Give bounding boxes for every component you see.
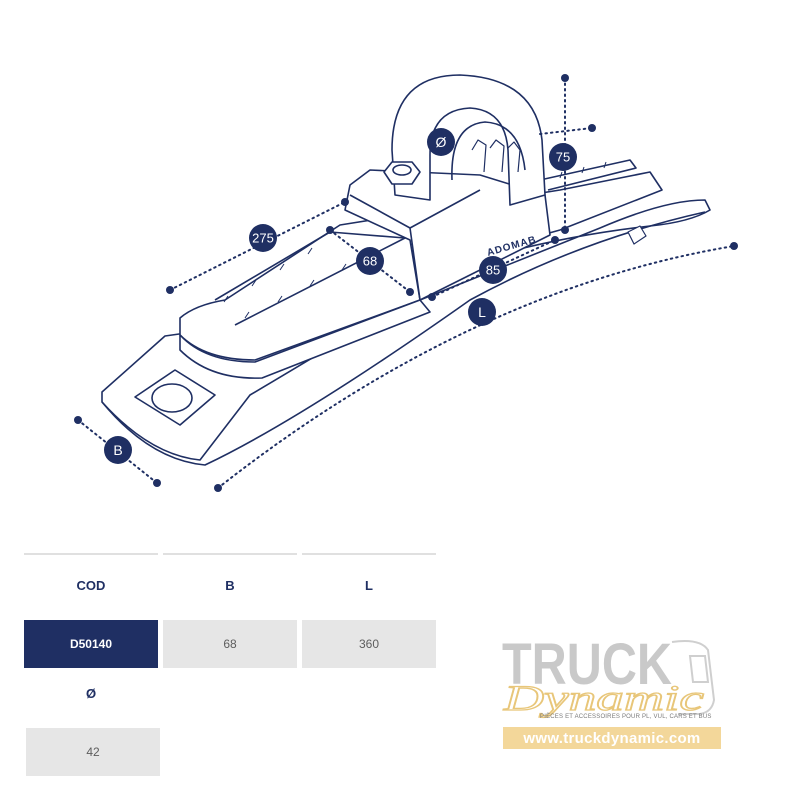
logo-url[interactable]: www.truckdynamic.com: [503, 727, 721, 749]
dim-line-275: [169, 201, 346, 291]
svg-text:B: B: [113, 442, 122, 458]
rail-slot-2: [539, 159, 637, 191]
column-rule: [24, 553, 158, 555]
svg-text:L: L: [478, 304, 486, 320]
logo-brand-top: TRUCK: [502, 632, 672, 697]
header-diameter: Ø: [85, 686, 97, 701]
column-rule: [302, 553, 436, 555]
logo-brand-bottom: Dynamic: [502, 678, 704, 718]
block-front: [349, 189, 481, 301]
badge-85: 85: [479, 256, 507, 284]
header-l: L: [365, 578, 373, 593]
svg-text:275: 275: [252, 231, 274, 246]
badge-L: L: [468, 298, 496, 326]
badge-75: 75: [549, 143, 577, 171]
dim-line-L: [217, 245, 735, 489]
header-cod: COD: [76, 578, 106, 593]
truck-outline-icon: [671, 640, 716, 715]
rail-slot-1: [214, 231, 406, 326]
dim-line-diameter: [539, 127, 593, 135]
svg-text:68: 68: [363, 254, 377, 269]
badge-B: B: [104, 436, 132, 464]
threaded-stud: [627, 225, 647, 245]
truckdynamic-logo: TRUCK Dynamic: [502, 632, 716, 719]
cell-code: D50140: [24, 620, 158, 668]
cell-l: 360: [302, 620, 436, 668]
bracket-technical-drawing: ADOMAB Ø 75 275 68 85 L: [74, 74, 738, 492]
svg-text:85: 85: [486, 263, 500, 278]
badge-68: 68: [356, 247, 384, 275]
clamp-ribs: [471, 139, 521, 173]
pipe-clamp: [391, 74, 546, 206]
cell-diameter: 42: [26, 728, 160, 776]
header-b: B: [225, 578, 235, 593]
clamp-inner: [451, 121, 526, 181]
badge-275: 275: [249, 224, 277, 252]
svg-text:Ø: Ø: [436, 134, 447, 150]
column-rule: [163, 553, 297, 555]
cell-b: 68: [163, 620, 297, 668]
svg-text:75: 75: [556, 150, 570, 165]
round-hole: [151, 383, 193, 413]
logo-tagline: PIÈCES ET ACCESSOIRES POUR PL, VUL, CARS…: [540, 714, 712, 720]
bolt-top: [392, 164, 412, 176]
badge-diameter: Ø: [427, 128, 455, 156]
rail-graduations: [223, 161, 607, 319]
rail-front: [179, 299, 431, 379]
base-plate-edge: [101, 211, 706, 466]
